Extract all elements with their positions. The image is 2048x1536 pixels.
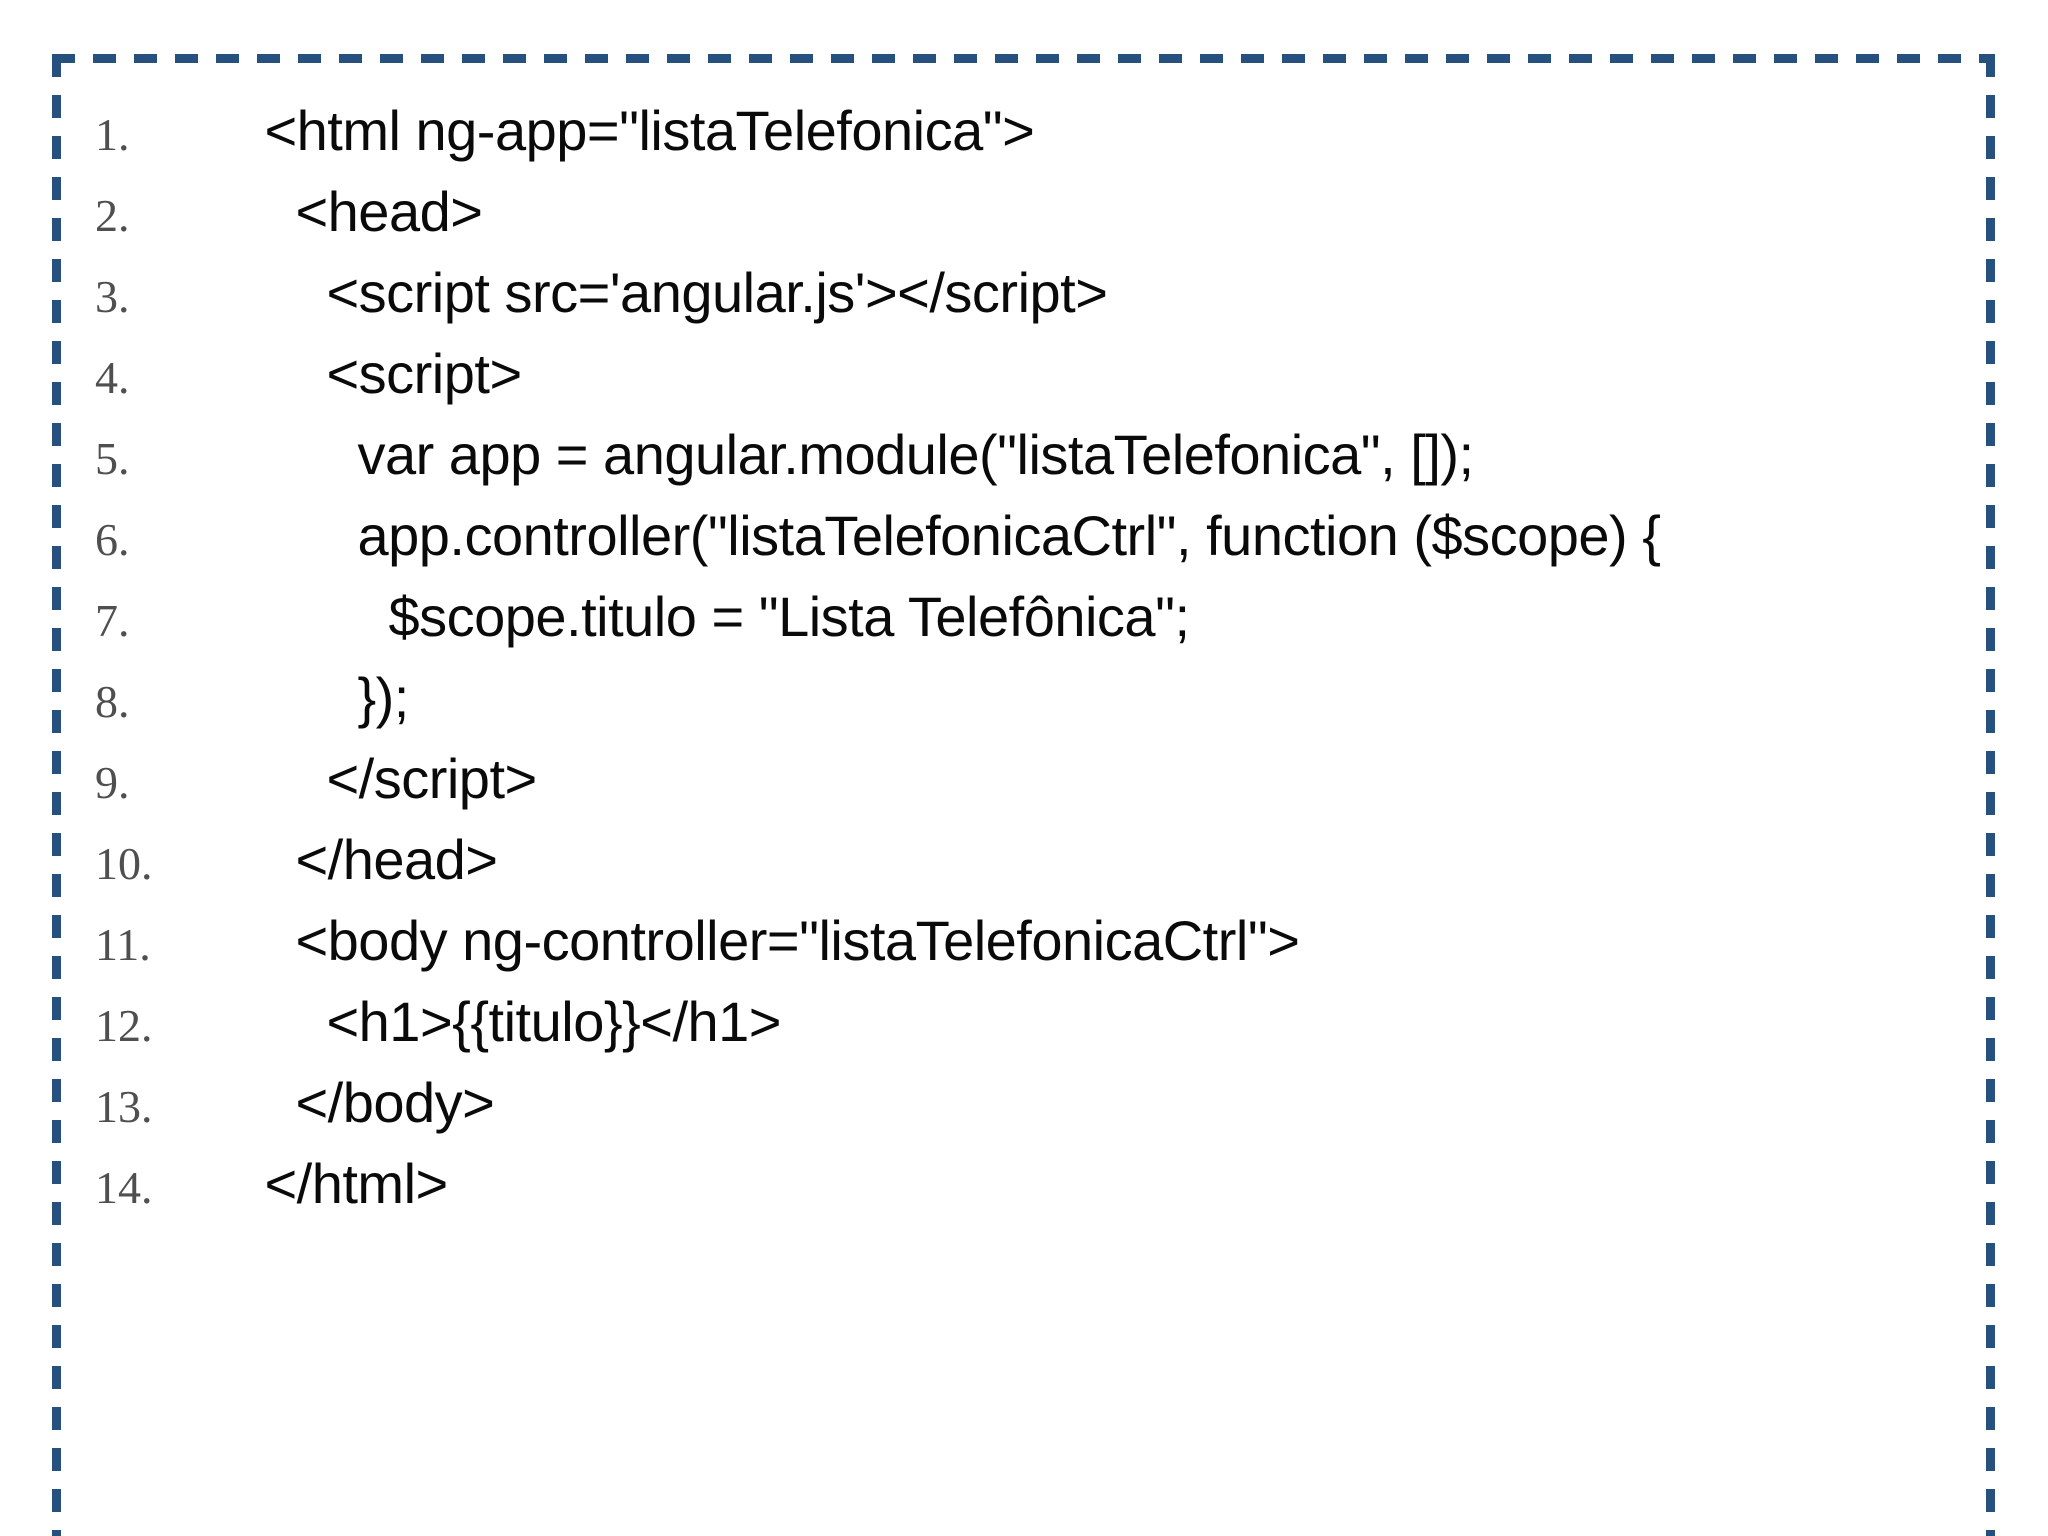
code-text: <script src='angular.js'></script> [326, 261, 1108, 324]
line-number: 11. [95, 919, 151, 970]
code-text: </head> [295, 828, 498, 891]
code-text: app.controller("listaTelefonicaCtrl", fu… [357, 504, 1661, 567]
code-line: 11. <body ng-controller="listaTelefonica… [95, 900, 1660, 981]
line-number: 3. [95, 271, 130, 322]
line-number: 7. [95, 595, 130, 646]
code-text: <h1>{{titulo}}</h1> [326, 990, 782, 1053]
line-number: 12. [95, 1000, 153, 1051]
line-number: 10. [95, 838, 153, 889]
code-line: 6. app.controller("listaTelefonicaCtrl",… [95, 495, 1661, 576]
code-line: 14. </html> [95, 1143, 1660, 1224]
line-number: 14. [95, 1162, 153, 1213]
code-text: <head> [295, 180, 483, 243]
code-listing: 1. <html ng-app="listaTelefonica"> 2. <h… [95, 90, 1661, 1224]
line-number: 8. [95, 676, 130, 727]
dashed-border-top [52, 54, 1995, 63]
code-line: 9. </script> [95, 738, 1660, 819]
code-text: <script> [326, 342, 522, 405]
code-line: 4. <script> [95, 333, 1660, 414]
line-number: 4. [95, 352, 130, 403]
code-line: 7. $scope.titulo = "Lista Telefônica"; [95, 576, 1660, 657]
dashed-border-right [1986, 54, 1995, 1536]
code-text: var app = angular.module("listaTelefonic… [357, 423, 1474, 486]
code-text: </script> [326, 747, 537, 810]
code-line: 1. <html ng-app="listaTelefonica"> [95, 90, 1660, 171]
code-text: $scope.titulo = "Lista Telefônica"; [388, 585, 1190, 648]
code-line: 3. <script src='angular.js'></script> [95, 252, 1660, 333]
code-text: <body ng-controller="listaTelefonicaCtrl… [295, 909, 1300, 972]
line-number: 6. [95, 514, 130, 565]
code-line: 12. <h1>{{titulo}}</h1> [95, 981, 1660, 1062]
code-text: }); [357, 666, 409, 729]
code-text: </body> [295, 1071, 495, 1134]
code-text: </html> [264, 1152, 448, 1215]
line-number: 2. [95, 190, 130, 241]
code-line: 5. var app = angular.module("listaTelefo… [95, 414, 1660, 495]
code-line: 2. <head> [95, 171, 1660, 252]
line-number: 5. [95, 433, 130, 484]
code-line: 10. </head> [95, 819, 1660, 900]
code-line: 13. </body> [95, 1062, 1660, 1143]
line-number: 13. [95, 1081, 153, 1132]
dashed-border-left [52, 54, 61, 1536]
line-number: 1. [95, 109, 130, 160]
code-text: <html ng-app="listaTelefonica"> [264, 99, 1035, 162]
line-number: 9. [95, 757, 130, 808]
code-line: 8. }); [95, 657, 1660, 738]
